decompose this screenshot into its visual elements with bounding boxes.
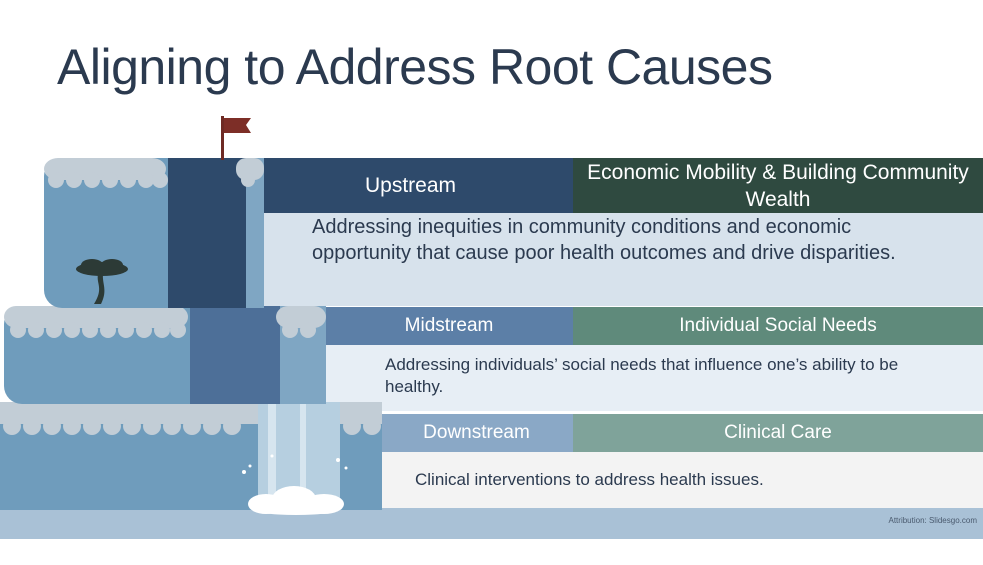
attribution: Attribution: Slidesgo.com	[888, 516, 978, 525]
waterfall-illustration	[0, 158, 382, 510]
page-title: Aligning to Address Root Causes	[57, 39, 773, 95]
upstream-label: Upstream	[364, 173, 457, 197]
downstream-category-band: Clinical Care	[573, 414, 983, 452]
downstream-description-bg	[380, 452, 983, 508]
upstream-description-bg	[260, 213, 983, 306]
upstream-category-band: Economic Mobility & Building Community W…	[573, 158, 983, 213]
splash-icon	[248, 486, 344, 515]
downstream-label: Downstream	[423, 422, 530, 443]
ground-strip	[0, 508, 983, 539]
upstream-category: Economic Mobility & Building Community W…	[587, 160, 969, 211]
downstream-category: Clinical Care	[724, 422, 832, 443]
upstream-band: Upstream	[248, 158, 573, 213]
midstream-band: Midstream	[325, 307, 573, 345]
downstream-description: Clinical interventions to address health…	[415, 470, 764, 489]
tree-icon	[76, 259, 128, 304]
flag-icon	[221, 116, 251, 160]
midstream-description-bg	[325, 345, 983, 411]
midstream-description: Addressing individuals’ social needs tha…	[385, 355, 899, 396]
downstream-band: Downstream	[380, 414, 573, 452]
midstream-category: Individual Social Needs	[679, 315, 877, 336]
midstream-category-band: Individual Social Needs	[573, 307, 983, 345]
upstream-description: Addressing inequities in community condi…	[312, 216, 896, 264]
midstream-label: Midstream	[404, 315, 494, 336]
